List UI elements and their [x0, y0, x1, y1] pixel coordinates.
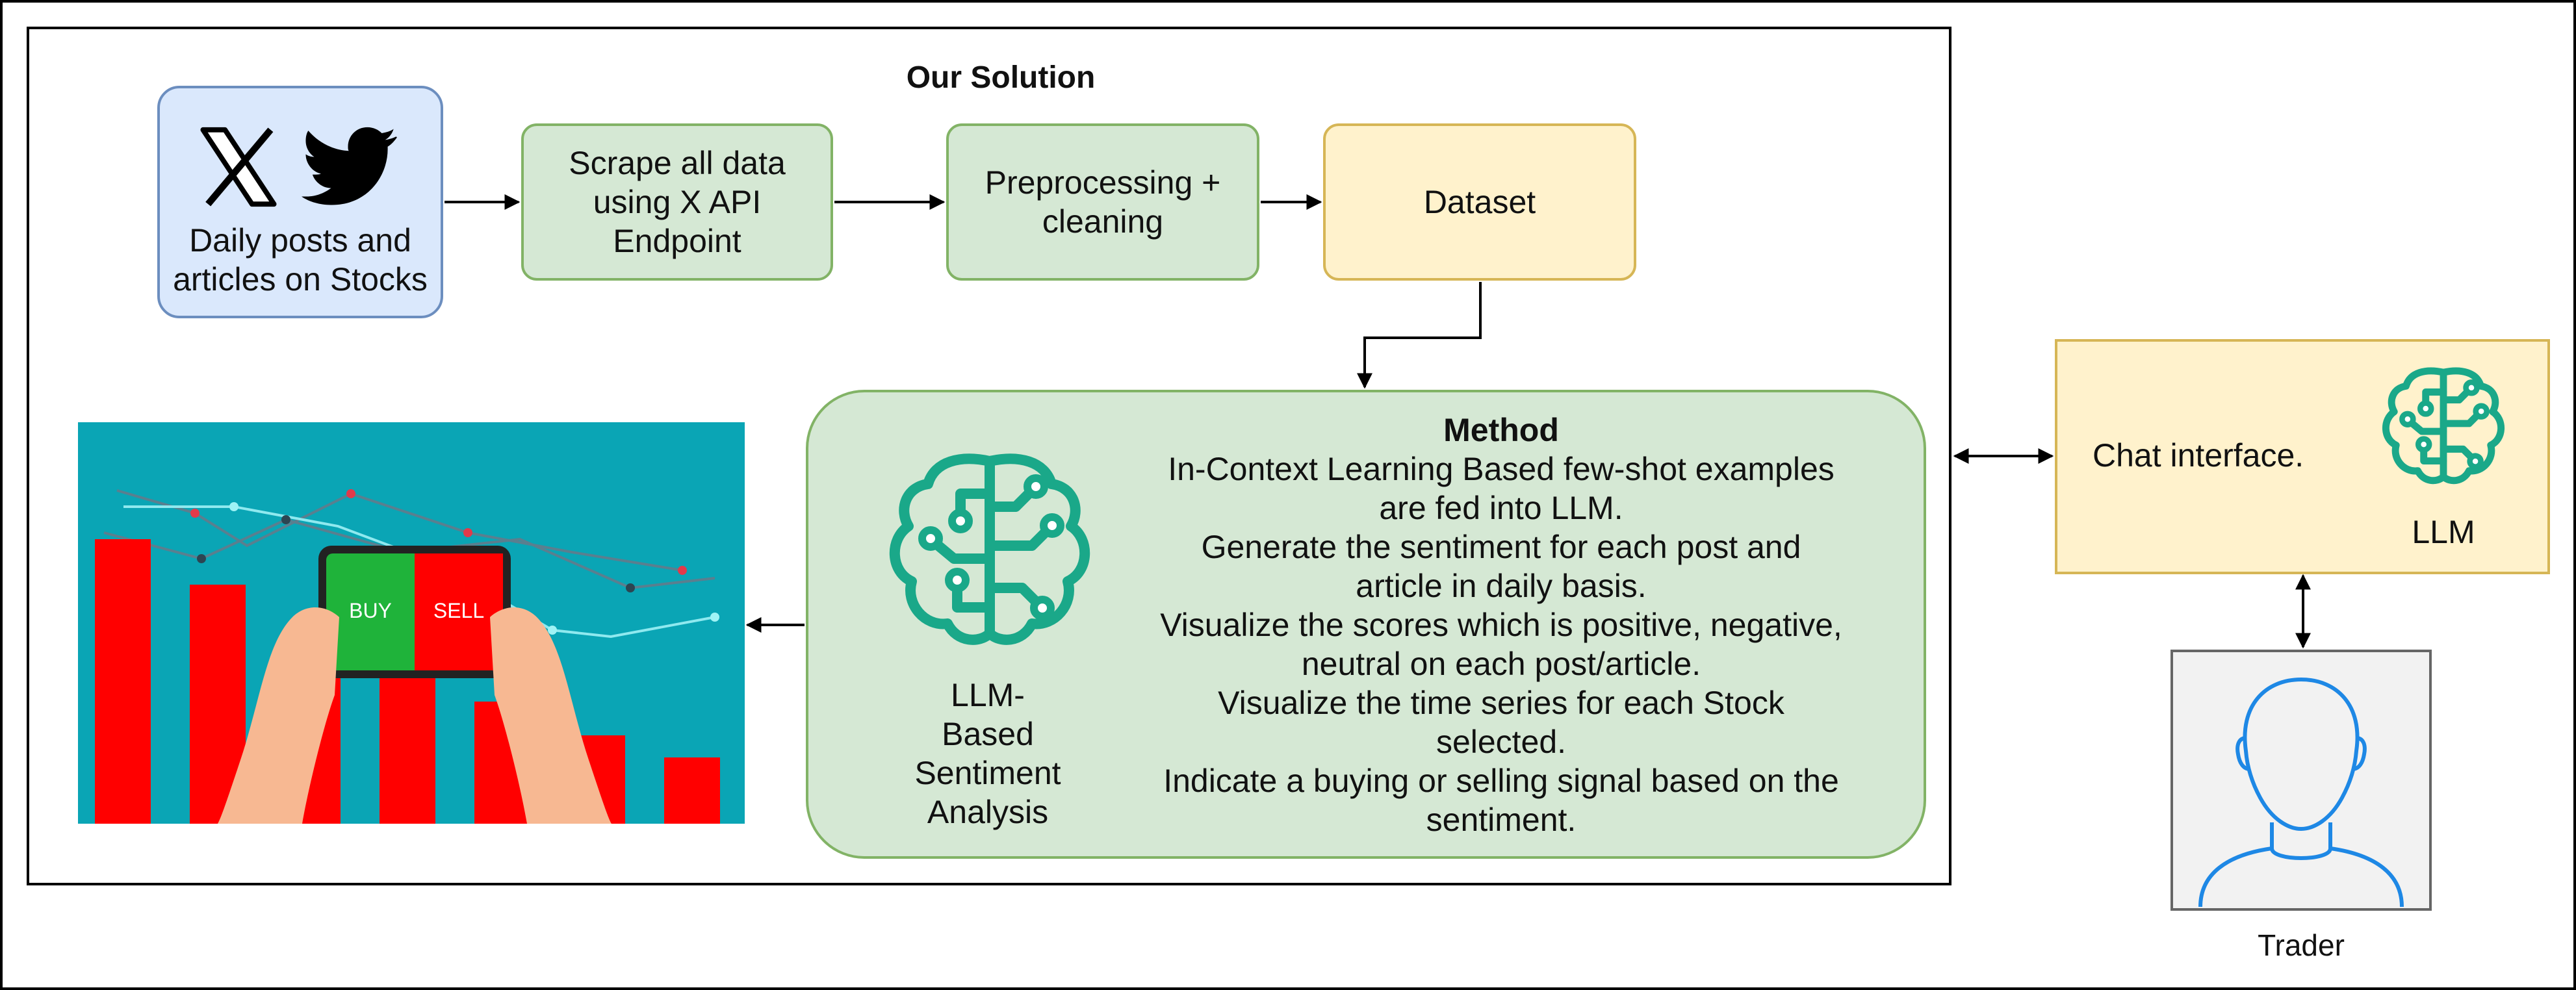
llm-sentiment-line3: Sentiment [914, 755, 1061, 791]
method-line: selected. [1436, 724, 1567, 760]
method-line: neutral on each post/article. [1301, 646, 1701, 682]
chat-interface-box [2055, 339, 2550, 574]
scrape-box: Scrape all data using X API Endpoint [521, 123, 833, 281]
trader-box [2170, 650, 2432, 911]
trading-illustration-graphic [95, 489, 720, 824]
trader-person-icon [2198, 678, 2404, 907]
source-box: Daily posts and articles on Stocks [157, 86, 443, 318]
llm-brain-icon [889, 453, 1090, 645]
our-solution-title: Our Solution [906, 60, 1096, 95]
method-line: are fed into LLM. [1379, 490, 1623, 526]
dataset-label: Dataset [1423, 184, 1536, 220]
chat-interface-label: Chat interface. [2093, 437, 2304, 474]
scrape-line2: using X API [593, 184, 762, 220]
preprocessing-box: Preprocessing + cleaning [946, 123, 1259, 281]
x-logo-icon [200, 127, 277, 207]
preprocess-line2: cleaning [1042, 203, 1164, 240]
llm-sentiment-line2: Based [942, 716, 1034, 752]
twitter-bird-icon [302, 127, 397, 205]
preprocess-line1: Preprocessing + [985, 164, 1221, 201]
source-logos [196, 125, 404, 209]
dataset-box: Dataset [1323, 123, 1636, 281]
method-text: Method In-Context Learning Based few-sho… [1131, 411, 1872, 839]
source-label-line2: articles on Stocks [173, 261, 428, 298]
method-line: sentiment. [1426, 802, 1577, 838]
method-line: Visualize the scores which is positive, … [1160, 607, 1842, 643]
arrow-dataset-to-method [1357, 282, 1482, 389]
trading-illustration: BUY SELL [78, 422, 745, 824]
method-line: Visualize the time series for each Stock [1218, 685, 1784, 721]
buy-label: BUY [349, 599, 392, 622]
method-line: In-Context Learning Based few-shot examp… [1168, 451, 1835, 487]
method-line: article in daily basis. [1356, 568, 1647, 604]
source-label-line1: Daily posts and [189, 222, 411, 259]
sell-label: SELL [433, 599, 485, 622]
scrape-line1: Scrape all data [569, 145, 786, 181]
scrape-line3: Endpoint [613, 223, 741, 259]
llm-sentiment-line4: Analysis [927, 794, 1049, 830]
chat-llm-brain-icon [2382, 367, 2505, 485]
method-line: Generate the sentiment for each post and [1201, 529, 1801, 565]
method-line: Indicate a buying or selling signal base… [1163, 763, 1839, 799]
method-title: Method [1443, 412, 1559, 448]
llm-sentiment-label: LLM- Based Sentiment Analysis [897, 676, 1079, 831]
llm-sentiment-line1: LLM- [951, 677, 1025, 713]
our-solution-frame [27, 27, 1951, 885]
chat-llm-label: LLM [2412, 514, 2475, 550]
trader-label: Trader [2258, 928, 2345, 962]
